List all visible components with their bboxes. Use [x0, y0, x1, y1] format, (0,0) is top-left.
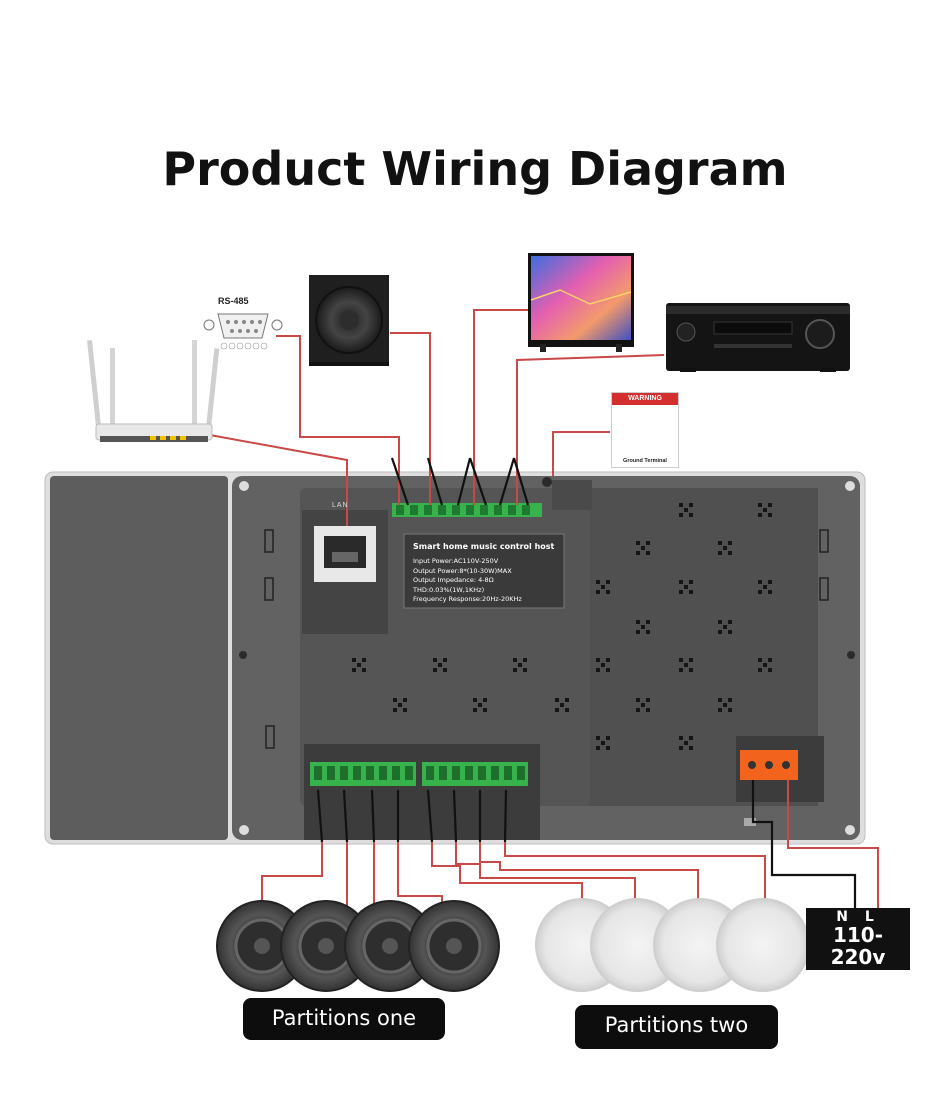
spec-line: Input Power:AC110V-250V	[413, 557, 499, 565]
rs485-connector-icon	[203, 313, 283, 350]
power-input-box: N L 110-220v Input	[806, 908, 910, 988]
warning-card: WARNING Ground Terminal	[611, 392, 679, 468]
zone-two-terminal[interactable]	[422, 762, 528, 786]
red-wires	[209, 309, 879, 915]
router-icon	[87, 340, 220, 442]
zone-two-label: Partitions two speak	[575, 1005, 778, 1077]
ceiling-speaker-white	[716, 898, 810, 992]
black-wires	[316, 457, 857, 910]
tv-icon	[528, 253, 634, 352]
spec-plate	[403, 533, 565, 609]
control-host-unit	[44, 471, 866, 845]
power-terminals-label: N L	[836, 909, 880, 925]
spec-text: Smart home music control host Input Powe…	[413, 542, 559, 605]
power-input-label: Input	[831, 967, 885, 988]
ceiling-speaker-dark	[408, 900, 500, 992]
zone-two-speakers	[535, 898, 810, 992]
zone-one-speakers	[216, 900, 500, 992]
side-cover-panel	[50, 476, 228, 840]
ceiling-speaker-dark	[280, 900, 372, 992]
zone-one-terminal[interactable]	[310, 762, 416, 786]
ceiling-speaker-dark	[216, 900, 308, 992]
lan-label: LAN	[332, 502, 349, 509]
spec-line: THD:0.03%(1W,1KHz)	[413, 585, 485, 594]
spec-line: Output Impedance: 4-8Ω	[413, 576, 494, 584]
spec-line: Output Power:8*(10-30W)MAX	[413, 566, 512, 575]
warning-label: WARNING	[612, 393, 678, 405]
zone-one-label: Partitions one speak	[243, 998, 445, 1070]
diagram-title: Product Wiring Diagram	[162, 142, 788, 196]
ground-terminal-label: Ground Terminal	[623, 458, 667, 464]
subwoofer-icon	[309, 275, 389, 366]
power-voltage-label: 110-220v	[830, 923, 886, 969]
spec-line: Frequency Response:20Hz-20KHz	[413, 595, 522, 603]
spec-heading: Smart home music control host	[413, 542, 555, 551]
av-receiver-icon	[666, 303, 850, 372]
rs485-label: RS-485	[218, 296, 249, 306]
